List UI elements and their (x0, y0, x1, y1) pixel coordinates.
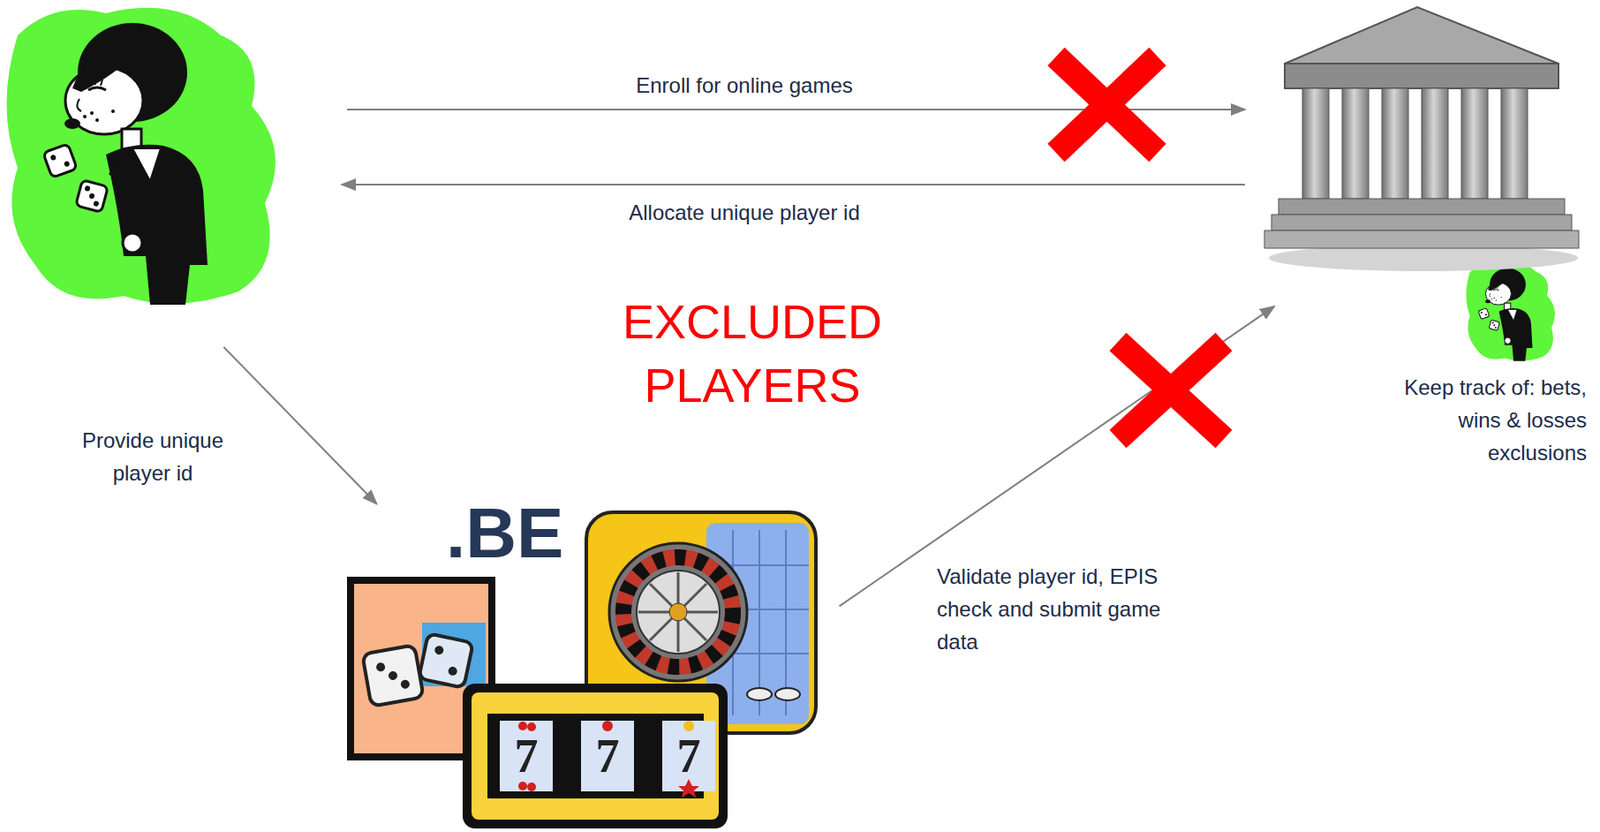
dice-picture-part-part (375, 661, 386, 672)
red-cross (1117, 341, 1224, 439)
dice-picture-part-part (418, 633, 474, 688)
red-cross (1056, 56, 1158, 153)
slot-machine-part (462, 683, 728, 829)
red-cross-part (1056, 56, 1158, 153)
roulette-picture-part (747, 687, 772, 701)
domain-label: .BE (445, 498, 564, 569)
dice-picture-part (362, 644, 424, 707)
bank-building-part (1284, 7, 1559, 64)
casino-games: .BE (347, 505, 817, 832)
flow-arrow (223, 347, 377, 505)
slot-machine-part (518, 721, 528, 731)
reel-symbol: 7 (581, 727, 634, 785)
roulette-picture-part (623, 557, 733, 667)
slot-machine-part (518, 781, 528, 791)
dice-picture-part (418, 633, 474, 688)
bank-building-part (1302, 88, 1329, 199)
reel-symbol: 7 (499, 727, 553, 785)
bank-building-part (1271, 214, 1572, 231)
dice-picture-part-part (362, 644, 424, 707)
roulette-picture-part (636, 570, 720, 654)
reel-symbol: 7 (662, 727, 716, 785)
red-cross-part (1056, 56, 1158, 153)
slot-machine-part (662, 720, 716, 792)
roulette-picture-part (775, 687, 800, 701)
note-text: Keep track of: bets, wins & losses exclu… (1397, 370, 1587, 469)
bank-building-part (1284, 63, 1559, 89)
edge-label: Provide unique player id (64, 423, 242, 490)
player-icon (1465, 263, 1555, 362)
dice-picture-part-part (387, 670, 399, 681)
roulette-picture-part (623, 557, 733, 667)
bank-building: Keep track of: bets, wins & losses exclu… (1271, 0, 1581, 301)
bank-building-part (1501, 88, 1528, 199)
roulette-picture-part (609, 543, 748, 681)
bank-building-part (1264, 230, 1579, 249)
bank-building-part (1461, 88, 1488, 199)
player-figure (0, 0, 336, 327)
roulette-picture-part (638, 572, 718, 652)
dice-picture-part-part (400, 679, 411, 690)
slot-machine-part (471, 692, 719, 820)
red-cross-part (1117, 341, 1224, 439)
slot-machine (462, 683, 728, 829)
warning-title: EXCLUDED PLAYERS (593, 289, 912, 417)
bank-building-part (1278, 198, 1565, 215)
bank-building-part (1421, 88, 1449, 199)
slot-machine-part (527, 782, 536, 792)
edge-label: Validate player id, EPIS check and submi… (936, 559, 1202, 658)
roulette-picture-part (669, 603, 687, 621)
bank-building-part (1381, 88, 1409, 199)
dice-picture-part-part (447, 665, 459, 677)
flow-arrow (341, 183, 1246, 186)
slot-machine-part (581, 720, 634, 792)
bank-building-part (1342, 88, 1369, 199)
edge-label: Enroll for online games (635, 68, 853, 102)
bank-building (1264, 7, 1579, 272)
flow-arrow (839, 306, 1276, 607)
red-cross-part (1117, 341, 1224, 439)
slot-machine-part (499, 720, 553, 792)
dice-picture-part-part (433, 644, 445, 656)
player-figure (7, 7, 277, 305)
edge-label: Allocate unique player id (628, 196, 861, 229)
